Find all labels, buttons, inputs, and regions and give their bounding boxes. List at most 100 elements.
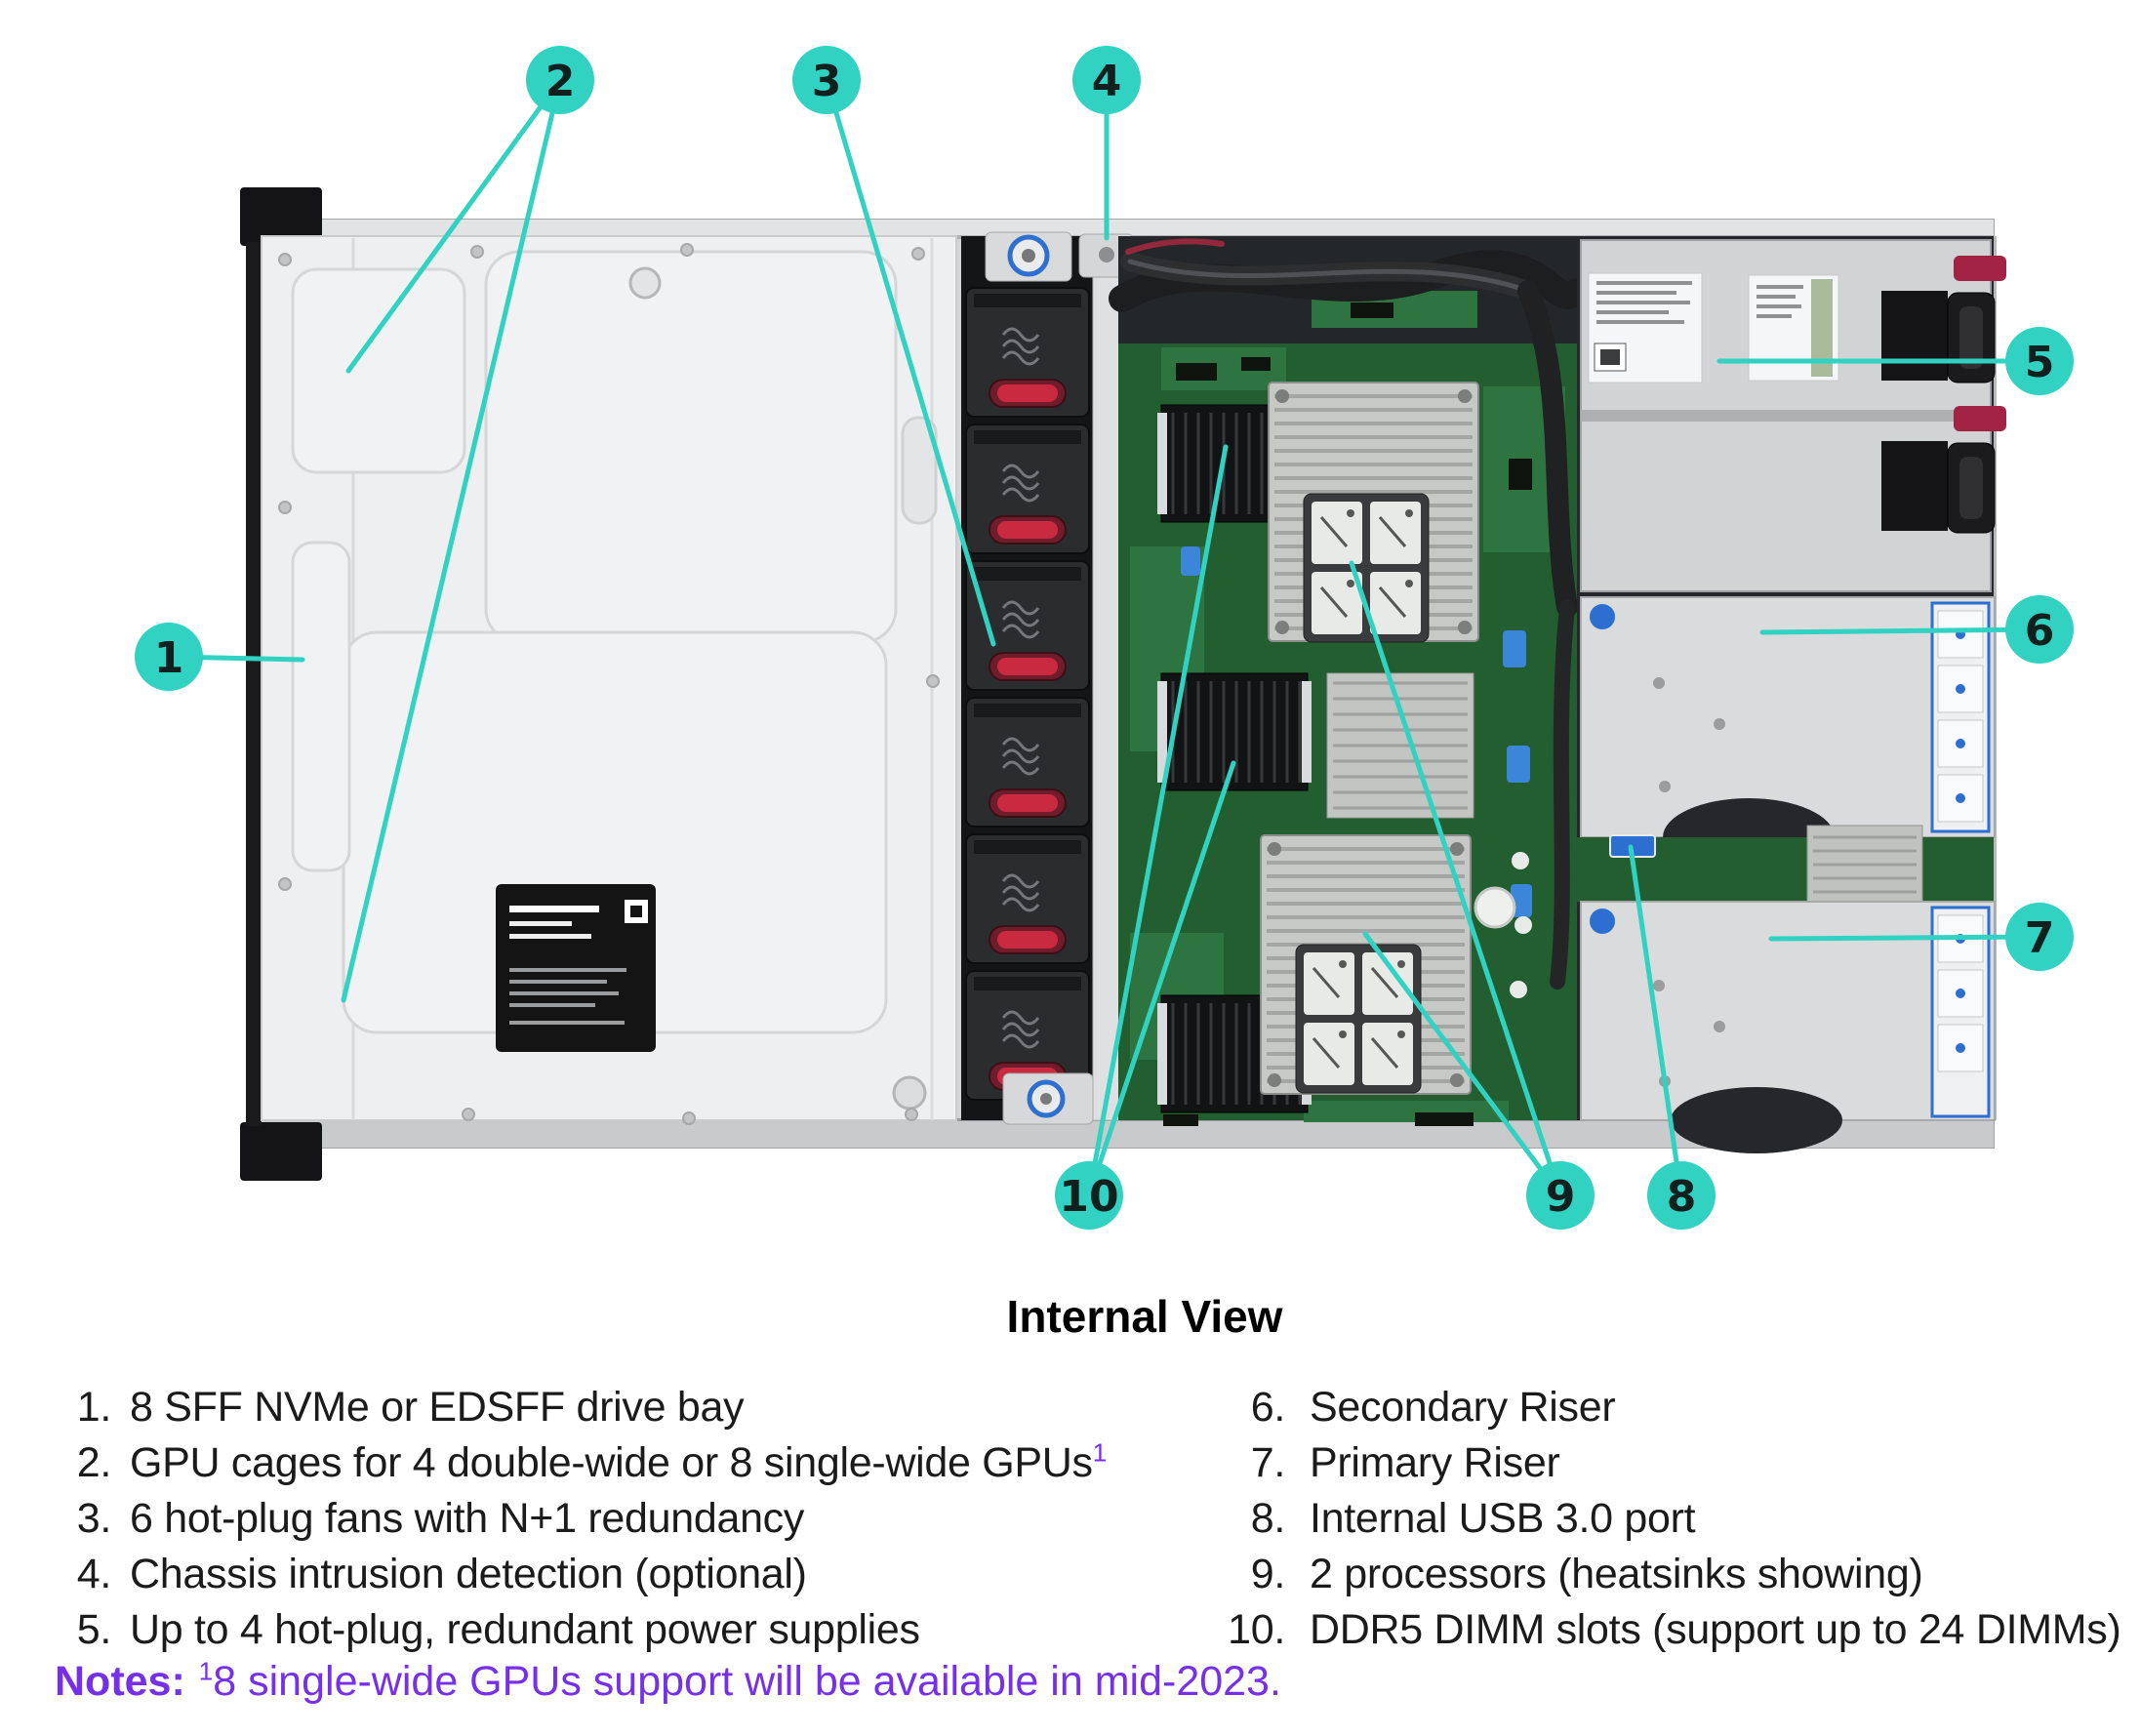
legend-item: 10. DDR5 DIMM slots (support up to 24 DIM…	[1219, 1602, 2121, 1658]
legend-item-text: 2 processors (heatsinks showing)	[1310, 1551, 1923, 1597]
callout-leader-line	[1086, 760, 1236, 1198]
legend-item: 4. Chassis intrusion detection (optional)	[55, 1547, 1107, 1602]
legend-item-number: 3.	[76, 1495, 112, 1542]
pcb-blue-connectors	[1181, 546, 1532, 917]
callout-number: 8	[1667, 1172, 1697, 1222]
legend-item: 1. 8 SFF NVMe or EDSFF drive bay	[55, 1380, 1107, 1435]
legend-item-text: Secondary Riser	[1310, 1384, 1616, 1431]
callout-circle	[792, 46, 861, 114]
legend-item-number: 5.	[76, 1606, 112, 1653]
fan-module	[964, 832, 1091, 965]
callout-leader-line	[1362, 931, 1563, 1198]
callout-number: 10	[1059, 1172, 1118, 1222]
legend-left-column: 1. 8 SFF NVMe or EDSFF drive bay 2. GPU ca…	[55, 1380, 1107, 1658]
callout-2: 2	[341, 46, 594, 1003]
fan-module	[964, 559, 1091, 692]
legend-item-number: 4.	[76, 1551, 112, 1597]
callout-circle	[2005, 595, 2074, 664]
product-label	[496, 884, 656, 1052]
callout-leader-line	[345, 77, 563, 374]
callout-number: 5	[2025, 338, 2055, 387]
legend-item: 3. 6 hot-plug fans with N+1 redundancy	[55, 1491, 1107, 1547]
fan-bracket-bottom	[1002, 1072, 1094, 1125]
callout-number: 6	[2025, 606, 2055, 656]
callout-circle	[1526, 1161, 1595, 1230]
legend-item-number: 9.	[1250, 1551, 1286, 1597]
legend-item-text: Primary Riser	[1310, 1439, 1560, 1486]
legend-item-text: 8 SFF NVMe or EDSFF drive bay	[130, 1384, 745, 1431]
legend-item-text: DDR5 DIMM slots (support up to 24 DIMMs)	[1310, 1606, 2121, 1653]
callout-number: 9	[1546, 1172, 1576, 1222]
server-photo	[240, 187, 2006, 1181]
legend-item-text: Up to 4 hot-plug, redundant power suppli…	[130, 1606, 920, 1653]
legend-item-number: 8.	[1250, 1495, 1286, 1542]
callout-6: 6	[1759, 595, 2074, 664]
callout-number: 1	[154, 633, 184, 683]
figure-title: Internal View	[1006, 1291, 1283, 1342]
legend-item-number: 2.	[76, 1439, 112, 1486]
cpu-heatsink-2-label	[1294, 943, 1423, 1095]
legend-item: 8. Internal USB 3.0 port	[1219, 1491, 2120, 1547]
cover-screws	[278, 243, 940, 1125]
fan-module	[964, 423, 1091, 555]
callout-leader-line	[1628, 844, 1684, 1198]
footnote-marker: 1	[1092, 1437, 1107, 1468]
right-bay	[1577, 236, 2006, 1153]
callout-circle	[2005, 327, 2074, 395]
callout-circle	[1072, 46, 1141, 114]
pcb-chips	[1163, 303, 1532, 1126]
callout-leader-line	[824, 77, 996, 647]
legend-item: 2. GPU cages for 4 double-wide or 8 singl…	[55, 1435, 1107, 1491]
callout-circle	[2005, 903, 2074, 971]
motherboard	[1109, 236, 1589, 1126]
callout-number: 7	[2025, 913, 2055, 963]
legend-item-text: 6 hot-plug fans with N+1 redundancy	[130, 1495, 805, 1542]
callouts-layer: 1 2 3 4 5 6 7 8 9 10	[135, 46, 2074, 1230]
callout-10: 10	[1055, 444, 1236, 1230]
notes-label: Notes:	[55, 1658, 185, 1705]
callout-1: 1	[135, 623, 305, 691]
legend-right-column: 6. Secondary Riser 7. Primary Riser 8. Inte…	[1219, 1380, 2121, 1658]
callout-leader-line	[341, 77, 563, 1003]
callout-leader-line	[1759, 626, 2042, 635]
legend-item-number: 6.	[1250, 1384, 1286, 1431]
drive-bay-cover	[261, 235, 957, 1125]
riser-gap-pcb	[1577, 825, 1994, 903]
callout-number: 4	[1092, 57, 1122, 106]
callout-4: 4	[1072, 46, 1141, 241]
legend-item: 9. 2 processors (heatsinks showing)	[1219, 1547, 2120, 1602]
callout-circle	[1055, 1161, 1123, 1230]
callout-circle	[1647, 1161, 1716, 1230]
callout-9: 9	[1349, 560, 1595, 1230]
callout-circle	[526, 46, 594, 114]
legend-item-number: 7.	[1250, 1439, 1286, 1486]
callout-number: 2	[545, 57, 576, 106]
legend-item-text: Internal USB 3.0 port	[1310, 1495, 1696, 1542]
callout-3: 3	[792, 46, 996, 647]
legend-item: 7. Primary Riser	[1219, 1435, 2120, 1491]
fan-bank	[961, 231, 1199, 1125]
legend-item-text: Chassis intrusion detection (optional)	[130, 1551, 807, 1597]
fan-module	[964, 696, 1091, 828]
legend-item-number: 1.	[76, 1384, 112, 1431]
power-supplies	[1580, 239, 2006, 592]
fan-bracket-top	[985, 231, 1072, 282]
legend-item-text: GPU cages for 4 double-wide or 8 single-…	[130, 1439, 1093, 1486]
notes-line: Notes: 18 single-wide GPUs support will b…	[55, 1658, 1281, 1706]
callout-leader-line	[1086, 444, 1229, 1198]
legend-item: 5. Up to 4 hot-plug, redundant power supp…	[55, 1602, 1107, 1658]
callout-7: 7	[1768, 903, 2074, 971]
callout-5: 5	[1716, 327, 2074, 395]
legend-item-number: 10.	[1228, 1606, 1285, 1653]
callout-leader-line	[1768, 934, 2042, 942]
cable-bundle	[1109, 238, 1589, 989]
notes-text: 8 single-wide GPUs support will be avail…	[213, 1658, 1281, 1705]
legend-item: 6. Secondary Riser	[1219, 1380, 2120, 1435]
callout-number: 3	[812, 57, 842, 106]
callout-8: 8	[1628, 844, 1716, 1230]
fan-module	[964, 286, 1091, 419]
notes-footnote-marker: 1	[198, 1656, 214, 1686]
callout-leader-line	[1349, 560, 1563, 1198]
cpu-heatsink-1-label	[1302, 492, 1431, 644]
